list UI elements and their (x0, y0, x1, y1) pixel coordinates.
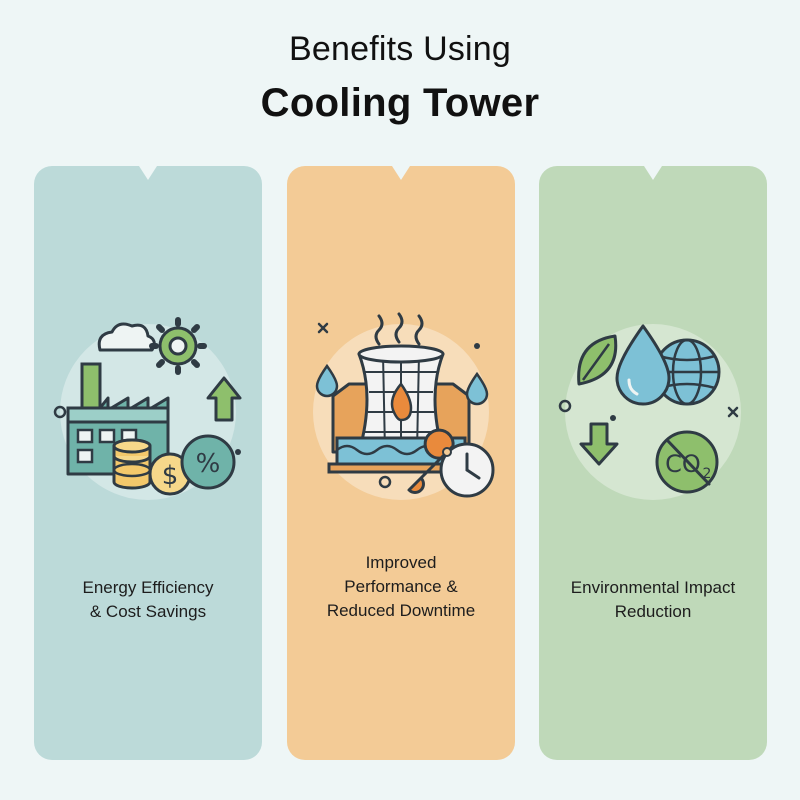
card-label-line: Energy Efficiency (82, 578, 214, 597)
card-label-line: Reduced Downtime (326, 601, 476, 620)
sparkle-dot (53, 405, 67, 419)
sparkle-dot (474, 343, 480, 349)
coins-icon (112, 438, 152, 490)
card-label-line: & Cost Savings (89, 602, 207, 621)
card-label-line: Improved (365, 553, 437, 572)
card-improved-performance: Improved Performance & Reduced Downtime (287, 166, 515, 760)
card-label-line: Environmental Impact (570, 578, 736, 597)
svg-text:$: $ (162, 461, 179, 491)
arrow-up-icon (206, 376, 242, 422)
factory-icon (66, 362, 170, 476)
leaf-icon (577, 334, 618, 386)
title: Benefits Using Cooling Tower (0, 30, 800, 126)
card-label: Improved Performance & Reduced Downtime (287, 551, 515, 623)
energy-illustration: $ % (53, 317, 242, 500)
globe-icon (653, 338, 721, 406)
sparkle-dot (558, 399, 572, 413)
sparkle-dot (235, 449, 241, 455)
sparkle-icon (727, 406, 739, 418)
card-energy-efficiency: $ % Energy Efficiency & Cost Savings (34, 166, 262, 760)
title-line-1: Benefits Using (288, 30, 512, 68)
co2-icon: CO 2 (655, 430, 719, 494)
gear-icon (149, 317, 207, 375)
cloud-icon (97, 322, 156, 352)
water-drop-icon (315, 363, 489, 406)
sparkle-dot (610, 415, 616, 421)
flame-icon (390, 382, 413, 422)
steam-icon (374, 312, 424, 346)
svg-text:2: 2 (703, 466, 712, 482)
card-label: Environmental Impact Reduction (539, 576, 767, 624)
sparkle-icon (317, 322, 329, 334)
dollar-coin-icon: $ (148, 452, 192, 496)
card-label-line: Performance & (344, 577, 458, 596)
wrench-icon (407, 428, 455, 494)
title-line-2: Cooling Tower (260, 81, 540, 125)
sparkle-dot (378, 475, 392, 489)
card-notch (644, 166, 662, 180)
card-notch (139, 166, 157, 180)
card-label-line: Reduction (614, 602, 692, 621)
clock-icon (439, 442, 495, 498)
arrow-down-icon (579, 422, 619, 466)
water-drop-icon (615, 324, 671, 406)
card-notch (392, 166, 410, 180)
environment-illustration: CO 2 (558, 324, 741, 500)
performance-illustration (313, 312, 495, 500)
svg-text:%: % (196, 449, 221, 479)
card-label: Energy Efficiency & Cost Savings (34, 576, 262, 624)
card-environmental-impact: CO 2 Environmental Impact Reduction (539, 166, 767, 760)
svg-text:CO: CO (665, 450, 701, 478)
percent-icon: % (180, 434, 236, 490)
